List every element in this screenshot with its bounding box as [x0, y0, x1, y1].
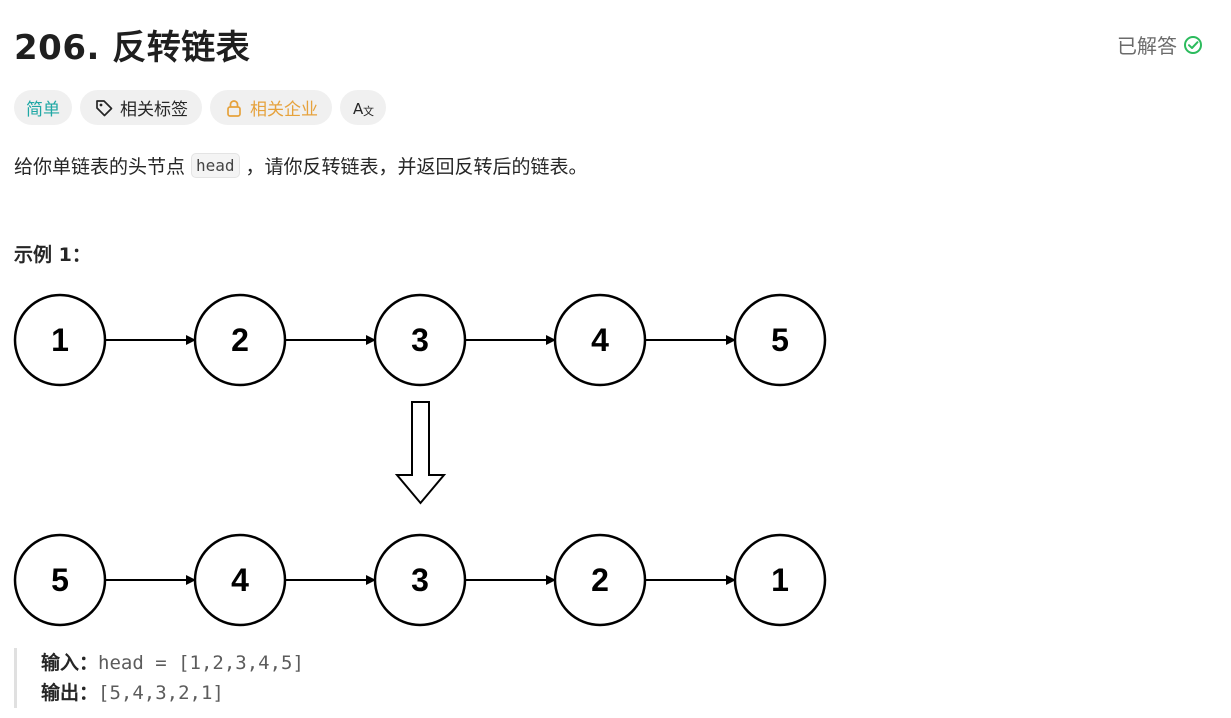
- check-circle-icon: [1183, 35, 1203, 55]
- bottom-node-label-3: 3: [411, 562, 429, 598]
- bottom-node-2: [193, 533, 287, 627]
- related-tags-button[interactable]: 相关标签: [80, 90, 202, 125]
- lock-icon: [224, 98, 244, 118]
- example-input-line: 输入：head = [1,2,3,4,5]: [41, 648, 304, 678]
- difficulty-badge: 简单: [14, 90, 72, 125]
- translate-button[interactable]: A 文: [340, 90, 386, 125]
- example-output-line: 输出：[5,4,3,2,1]: [41, 678, 304, 708]
- related-tags-label: 相关标签: [120, 100, 188, 120]
- original-list: 1 2 3 4 5: [13, 293, 827, 387]
- solved-label: 已解答: [1117, 34, 1177, 58]
- example-io: 输入：head = [1,2,3,4,5] 输出：[5,4,3,2,1]: [14, 648, 304, 708]
- bottom-node-3: [373, 533, 467, 627]
- bottom-node-5: [733, 533, 827, 627]
- bottom-node-label-2: 4: [231, 562, 249, 598]
- top-node-1: [13, 293, 107, 387]
- problem-title: 206. 反转链表: [14, 28, 251, 68]
- top-node-label-1: 1: [51, 322, 69, 358]
- top-node-label-2: 2: [231, 322, 249, 358]
- bottom-node-label-5: 1: [771, 562, 789, 598]
- description-text-before: 给你单链表的头节点: [14, 156, 186, 178]
- top-node-4: [553, 293, 647, 387]
- top-node-label-5: 5: [771, 322, 789, 358]
- svg-text:文: 文: [363, 104, 374, 118]
- top-node-2: [193, 293, 287, 387]
- bottom-node-label-4: 2: [591, 562, 609, 598]
- input-value: head = [1,2,3,4,5]: [98, 652, 304, 674]
- svg-text:A: A: [353, 100, 364, 118]
- example-title: 示例 1：: [14, 244, 91, 266]
- output-label: 输出：: [41, 682, 99, 704]
- bottom-node-label-1: 5: [51, 562, 69, 598]
- difficulty-label: 简单: [26, 100, 60, 120]
- translate-icon: A 文: [352, 98, 374, 118]
- problem-description: 给你单链表的头节点 head ，请你反转链表，并返回反转后的链表。: [14, 152, 588, 179]
- description-text-after: ，请你反转链表，并返回反转后的链表。: [245, 156, 588, 178]
- output-value: [5,4,3,2,1]: [98, 682, 224, 704]
- related-companies-label: 相关企业: [250, 100, 318, 120]
- bottom-node-1: [13, 533, 107, 627]
- solved-status: 已解答: [1117, 30, 1203, 59]
- tag-bar: 简单 相关标签 相关企业 A 文: [14, 90, 386, 125]
- bottom-node-4: [553, 533, 647, 627]
- tag-icon: [94, 98, 114, 118]
- linked-list-diagram: 1 2 3 4 5 5 4 3 2 1: [13, 293, 827, 627]
- transform-down-arrow-icon: [394, 401, 447, 505]
- reversed-list: 5 4 3 2 1: [13, 533, 827, 627]
- related-companies-button[interactable]: 相关企业: [210, 90, 332, 125]
- top-node-label-4: 4: [591, 322, 609, 358]
- inline-code-head: head: [191, 153, 240, 178]
- top-node-label-3: 3: [411, 322, 429, 358]
- top-node-5: [733, 293, 827, 387]
- top-node-3: [373, 293, 467, 387]
- input-label: 输入：: [41, 652, 99, 674]
